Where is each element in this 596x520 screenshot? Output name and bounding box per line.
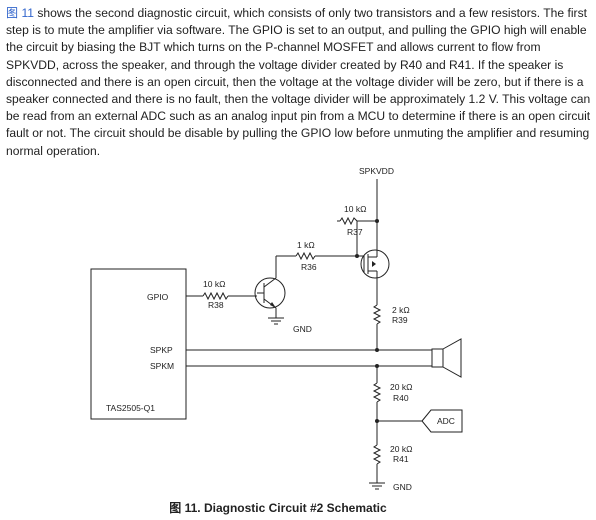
r38-resistor — [202, 291, 229, 301]
bjt-transistor — [254, 277, 286, 309]
r40-resistor — [372, 382, 382, 403]
speaker-box — [431, 348, 444, 368]
gnd-bottom-label: GND — [393, 482, 412, 492]
r36-value-label: 1 kΩ — [297, 240, 315, 250]
r37-name-label: R37 — [347, 227, 363, 237]
adc-block — [421, 409, 463, 433]
spkm-pin-label: SPKM — [150, 361, 174, 371]
gpio-pin-label: GPIO — [147, 292, 169, 302]
r40-name-label: R40 — [393, 393, 409, 403]
r41-resistor — [372, 444, 382, 465]
r38-name-label: R38 — [208, 300, 224, 310]
pmosfet-transistor — [360, 249, 390, 279]
spkp-pin-label: SPKP — [150, 345, 173, 355]
r39-value-label: 2 kΩ — [392, 305, 410, 315]
spkm-junction-dot — [375, 364, 379, 368]
gate-junction-dot — [355, 254, 359, 258]
r37-value-label: 10 kΩ — [344, 204, 366, 214]
r38-value-label: 10 kΩ — [203, 279, 225, 289]
r39-name-label: R39 — [392, 315, 408, 325]
r39-resistor — [372, 304, 382, 325]
chip-name-label: TAS2505-Q1 — [106, 403, 155, 413]
bjt-emitter-arrow — [270, 302, 276, 308]
r41-name-label: R41 — [393, 454, 409, 464]
r41-value-label: 20 kΩ — [390, 444, 412, 454]
mosfet-arrow — [372, 261, 376, 267]
r36-resistor — [295, 251, 316, 261]
figure-reference-link[interactable]: 图 11 — [6, 6, 35, 20]
spkp-junction-dot — [375, 348, 379, 352]
speaker-cone — [442, 338, 462, 378]
tas2505-chip-box — [90, 268, 187, 420]
spkvdd-label: SPKVDD — [359, 166, 394, 176]
r37-junction-dot — [375, 219, 379, 223]
paragraph-text: shows the second diagnostic circuit, whi… — [6, 6, 591, 158]
r40-value-label: 20 kΩ — [390, 382, 412, 392]
adc-label: ADC — [437, 416, 455, 426]
body-paragraph: 图 11 shows the second diagnostic circuit… — [6, 5, 592, 160]
r36-name-label: R36 — [301, 262, 317, 272]
adc-junction-dot — [375, 419, 379, 423]
r37-resistor — [339, 216, 358, 226]
gnd-bjt-label: GND — [293, 324, 312, 334]
figure-caption: 图 11. Diagnostic Circuit #2 Schematic — [169, 501, 387, 515]
